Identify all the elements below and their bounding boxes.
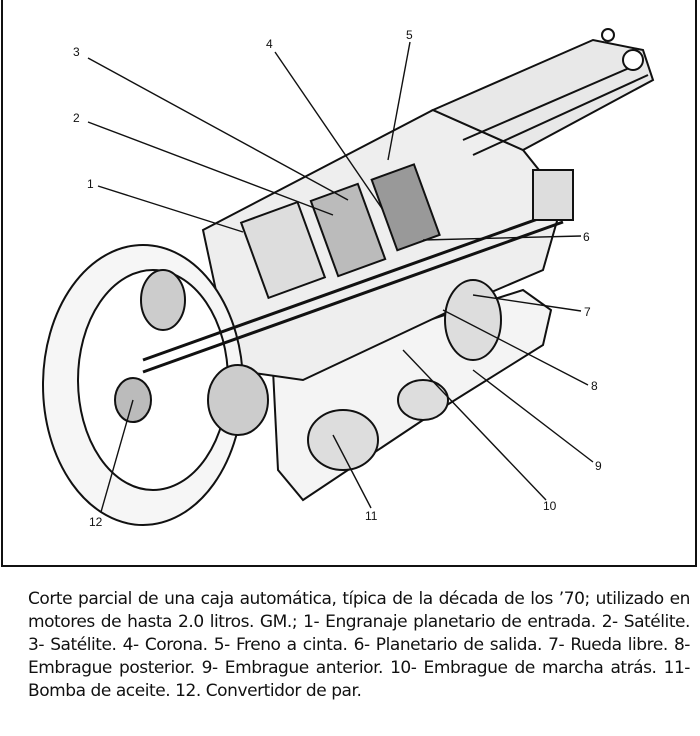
callout-9: 9 [595, 459, 602, 473]
callout-7: 7 [584, 305, 591, 319]
transmission-illustration: 1 2 3 4 5 6 7 8 9 10 11 12 [42, 28, 655, 529]
callout-5: 5 [406, 28, 413, 42]
transmission-cutaway-figure: 1 2 3 4 5 6 7 8 9 10 11 12 [1, 0, 697, 567]
callout-11: 11 [365, 509, 378, 523]
callout-1: 1 [87, 177, 94, 191]
callout-6: 6 [583, 230, 590, 244]
transmission-drawing [42, 28, 655, 526]
callout-8: 8 [591, 379, 598, 393]
callout-2: 2 [73, 111, 80, 125]
callout-leader-lines [87, 41, 594, 513]
figure-caption: Corte parcial de una caja automática, tí… [28, 589, 690, 701]
callout-3: 3 [73, 45, 80, 59]
callout-4: 4 [266, 37, 273, 51]
callout-10: 10 [543, 499, 557, 513]
callout-12: 12 [89, 515, 103, 529]
